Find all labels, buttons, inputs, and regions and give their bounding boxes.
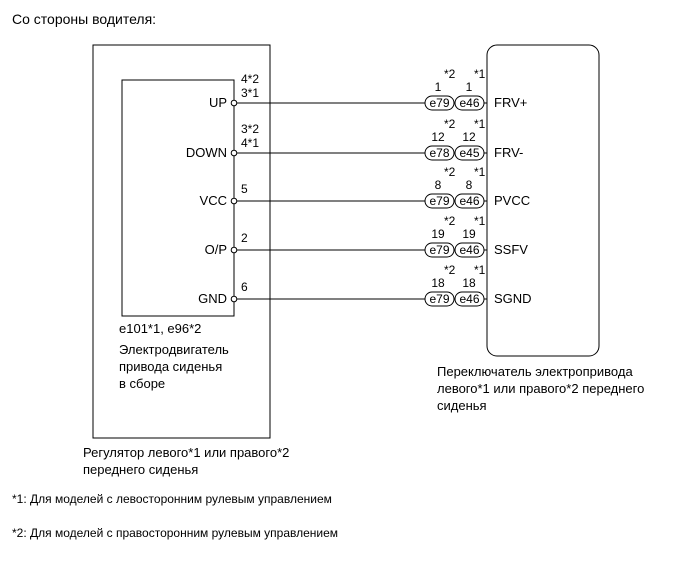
connector-note: *2 — [444, 117, 456, 131]
connector-note: *2 — [444, 67, 456, 81]
terminal-dot — [230, 149, 238, 157]
connector-pin-number: 18 — [462, 276, 476, 290]
connector-note: *1 — [474, 214, 486, 228]
pin-number: 6 — [241, 280, 248, 294]
connector-code: e78 — [429, 146, 449, 160]
connector-capsule — [454, 95, 485, 111]
terminal-dot — [230, 295, 238, 303]
right-signal-label: PVCC — [494, 193, 530, 208]
pin-number: 3*2 — [241, 122, 259, 136]
terminal-dot — [230, 99, 238, 107]
switch-label-line-1: Переключатель электропривода — [437, 364, 633, 379]
connector-capsule — [424, 291, 455, 307]
connector-capsule — [454, 291, 485, 307]
switch-label-line-2: левого*1 или правого*2 переднего — [437, 381, 644, 396]
connector-pin-number: 18 — [431, 276, 445, 290]
right-signal-label: SSFV — [494, 242, 528, 257]
motor-label-line-1: Электродвигатель — [119, 342, 229, 357]
connector-code: e46 — [459, 243, 479, 257]
connector-note: *1 — [474, 67, 486, 81]
connector-pin-number: 19 — [462, 227, 476, 241]
connector-capsule — [454, 193, 485, 209]
connector-code: e45 — [459, 146, 479, 160]
left-signal-label: DOWN — [186, 145, 227, 160]
diagram-title: Со стороны водителя: — [12, 11, 156, 27]
regulator-label-line-1: Регулятор левого*1 или правого*2 — [83, 445, 289, 460]
left-signal-label: VCC — [200, 193, 227, 208]
regulator-label-line-2: переднего сиденья — [83, 462, 198, 477]
connector-code: e46 — [459, 194, 479, 208]
connector-code: e79 — [429, 292, 449, 306]
connector-note: *1 — [474, 117, 486, 131]
connector-pin-number: 19 — [431, 227, 445, 241]
seat-regulator-box — [92, 44, 271, 439]
connector-capsule — [424, 95, 455, 111]
connector-pin-number: 1 — [466, 80, 473, 94]
right-signal-label: FRV- — [494, 145, 523, 160]
connector-pin-number: 8 — [466, 178, 473, 192]
connector-capsule — [424, 145, 455, 161]
connector-pin-number: 12 — [431, 130, 445, 144]
connector-note: *1 — [474, 263, 486, 277]
connector-code: e79 — [429, 243, 449, 257]
connector-pin-number: 1 — [435, 80, 442, 94]
motor-label-line-2: привода сиденья — [119, 359, 222, 374]
connector-note: *1 — [474, 165, 486, 179]
terminal-dot — [230, 246, 238, 254]
right-signal-label: FRV+ — [494, 95, 527, 110]
connector-code: e46 — [459, 292, 479, 306]
connector-note: *2 — [444, 214, 456, 228]
connector-pin-number: 8 — [435, 178, 442, 192]
left-signal-label: GND — [198, 291, 227, 306]
pin-number: 4*2 — [241, 72, 259, 86]
connector-pin-number: 12 — [462, 130, 476, 144]
connector-capsule — [424, 242, 455, 258]
connector-capsule — [424, 193, 455, 209]
left-signal-label: O/P — [205, 242, 227, 257]
left-code-label: e101*1, e96*2 — [119, 321, 201, 336]
right-signal-label: SGND — [494, 291, 532, 306]
connector-note: *2 — [444, 263, 456, 277]
motor-label-line-3: в сборе — [119, 376, 165, 391]
pin-number: 2 — [241, 231, 248, 245]
connector-code: e79 — [429, 194, 449, 208]
pin-number: 4*1 — [241, 136, 259, 150]
footnote-1: *1: Для моделей с левосторонним рулевым … — [12, 492, 332, 506]
connector-capsule — [454, 145, 485, 161]
connector-code: e79 — [429, 96, 449, 110]
connector-capsule — [454, 242, 485, 258]
pin-number: 3*1 — [241, 86, 259, 100]
pin-number: 5 — [241, 182, 248, 196]
terminal-dot — [230, 197, 238, 205]
connector-note: *2 — [444, 165, 456, 179]
switch-label-line-3: сиденья — [437, 398, 487, 413]
left-signal-label: UP — [209, 95, 227, 110]
connector-code: e46 — [459, 96, 479, 110]
footnote-2: *2: Для моделей с правосторонним рулевым… — [12, 526, 338, 540]
